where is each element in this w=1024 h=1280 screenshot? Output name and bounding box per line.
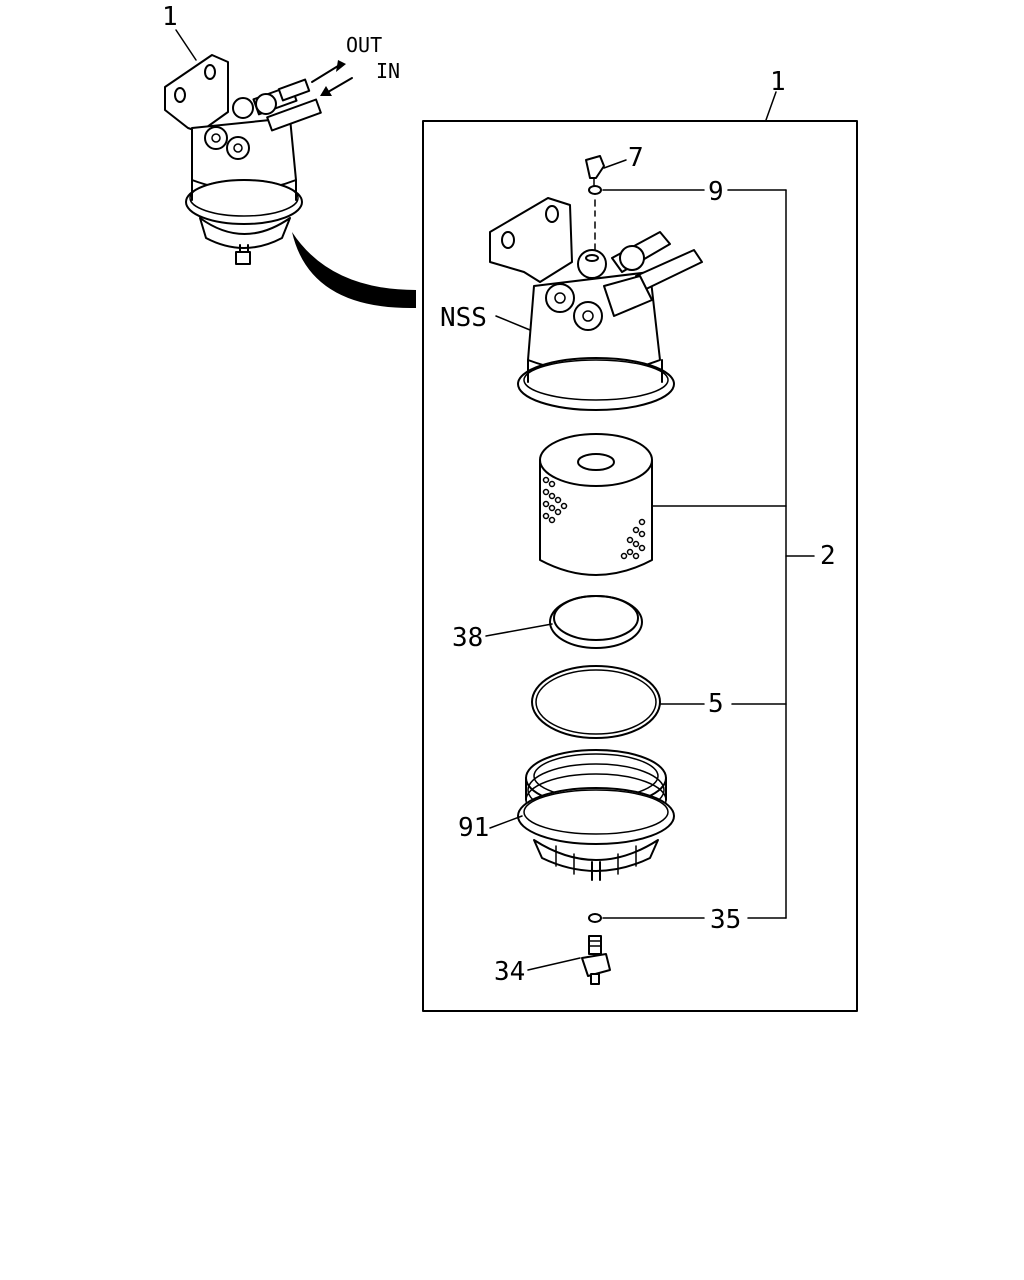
in-label: IN — [376, 59, 400, 83]
bowl-part — [517, 749, 675, 881]
callout-34: 34 — [494, 957, 525, 987]
callout-2: 2 — [820, 541, 836, 571]
out-label: OUT — [346, 33, 382, 57]
drain-plug-part — [581, 935, 611, 985]
filter-head-part — [489, 197, 703, 411]
callout-7: 7 — [628, 143, 644, 173]
callout-91: 91 — [458, 813, 489, 843]
washer-top-part — [588, 185, 602, 195]
exploded-view-frame — [422, 120, 858, 1012]
callout-nss: NSS — [440, 303, 487, 333]
callout-5: 5 — [708, 689, 724, 719]
bolt-part — [585, 155, 605, 187]
callout-35: 35 — [710, 905, 741, 935]
box-callout-1: 1 — [770, 67, 786, 97]
callout-9: 9 — [708, 177, 724, 207]
ring-part — [549, 595, 643, 649]
o-ring-part — [531, 665, 661, 739]
washer-bottom-part — [588, 913, 602, 923]
assembled-filter-illustration — [164, 54, 416, 309]
callout-38: 38 — [452, 623, 483, 653]
filter-element-part — [539, 433, 653, 576]
overview-callout-1: 1 — [162, 2, 178, 32]
